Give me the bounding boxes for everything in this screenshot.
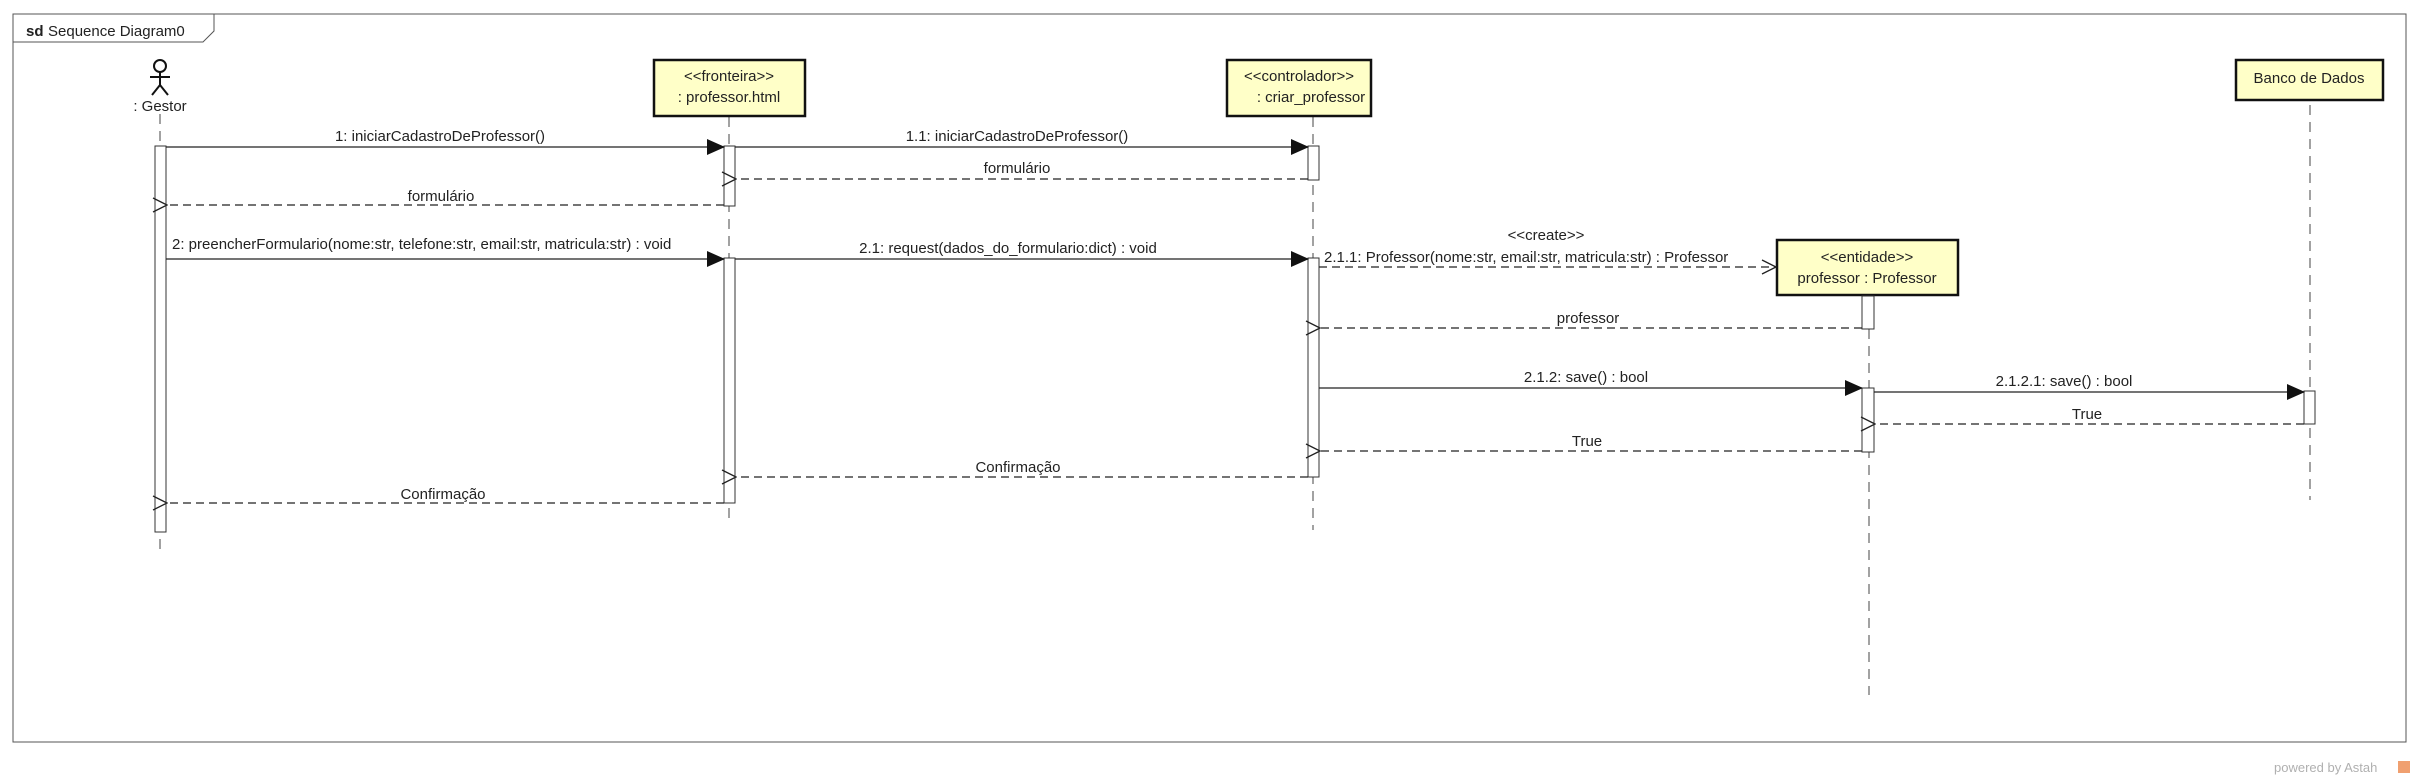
watermark-text: powered by Astah	[2274, 760, 2377, 775]
message-lines	[166, 139, 2305, 503]
fronteira-name: : professor.html	[678, 89, 781, 106]
banco-head: Banco de Dados	[2234, 58, 2385, 102]
message-labels: 1: iniciarCadastroDeProfessor() 1.1: ini…	[172, 128, 2132, 503]
msg-2-1-label: 2.1: request(dados_do_formulario:dict) :…	[859, 240, 1157, 257]
astah-logo-icon	[2398, 761, 2410, 773]
msg-2-1-2-1-label: 2.1.2.1: save() : bool	[1996, 373, 2133, 390]
controlador-activation-2	[1307, 257, 1320, 478]
fronteira-head: <<fronteira>> : professor.html	[652, 58, 807, 118]
controlador-head: <<controlador>> : criar_professor	[1225, 58, 1373, 118]
controlador-stereotype: <<controlador>>	[1244, 68, 1354, 85]
frame: sd Sequence Diagram0	[12, 13, 2407, 743]
banco-name: Banco de Dados	[2254, 70, 2365, 87]
reply-2-1-2-1-label: True	[2072, 406, 2102, 423]
entidade-stereotype: <<entidade>>	[1821, 249, 1914, 266]
frame-title: Sequence Diagram0	[48, 23, 185, 40]
gestor-activation	[154, 145, 167, 533]
actor-icon	[150, 59, 170, 96]
watermark: powered by Astah	[2274, 760, 2410, 775]
lifelines	[159, 105, 2311, 695]
actor-name: : Gestor	[133, 98, 186, 115]
entidade-name: professor : Professor	[1797, 270, 1936, 287]
create-stereotype: <<create>>	[1508, 227, 1585, 244]
msg-2-1-1-label: 2.1.1: Professor(nome:str, email:str, ma…	[1324, 249, 1728, 266]
entidade-activation-1	[1861, 295, 1875, 330]
entidade-head: <<entidade>> professor : Professor	[1775, 238, 1960, 297]
fronteira-activation-2	[723, 257, 736, 504]
msg-2-label: 2: preencherFormulario(nome:str, telefon…	[172, 236, 671, 253]
entidade-activation-2	[1861, 387, 1875, 453]
msg-2-1-2-label: 2.1.2: save() : bool	[1524, 369, 1648, 386]
reply-1-label: formulário	[408, 188, 475, 205]
frame-keyword: sd	[26, 23, 44, 40]
reply-2-1-2-label: True	[1572, 433, 1602, 450]
activations	[154, 145, 2316, 533]
msg-1-1-label: 1.1: iniciarCadastroDeProfessor()	[906, 128, 1129, 145]
reply-2-1-1-label: professor	[1557, 310, 1620, 327]
controlador-name: : criar_professor	[1257, 89, 1365, 106]
fronteira-stereotype: <<fronteira>>	[684, 68, 774, 85]
reply-1-1-label: formulário	[984, 160, 1051, 177]
reply-2-label: Confirmação	[400, 486, 485, 503]
controlador-activation-1	[1307, 145, 1320, 181]
banco-activation	[2303, 390, 2316, 425]
msg-1-label: 1: iniciarCadastroDeProfessor()	[335, 128, 545, 145]
reply-2-1-label: Confirmação	[975, 459, 1060, 476]
fronteira-activation-1	[723, 145, 736, 207]
